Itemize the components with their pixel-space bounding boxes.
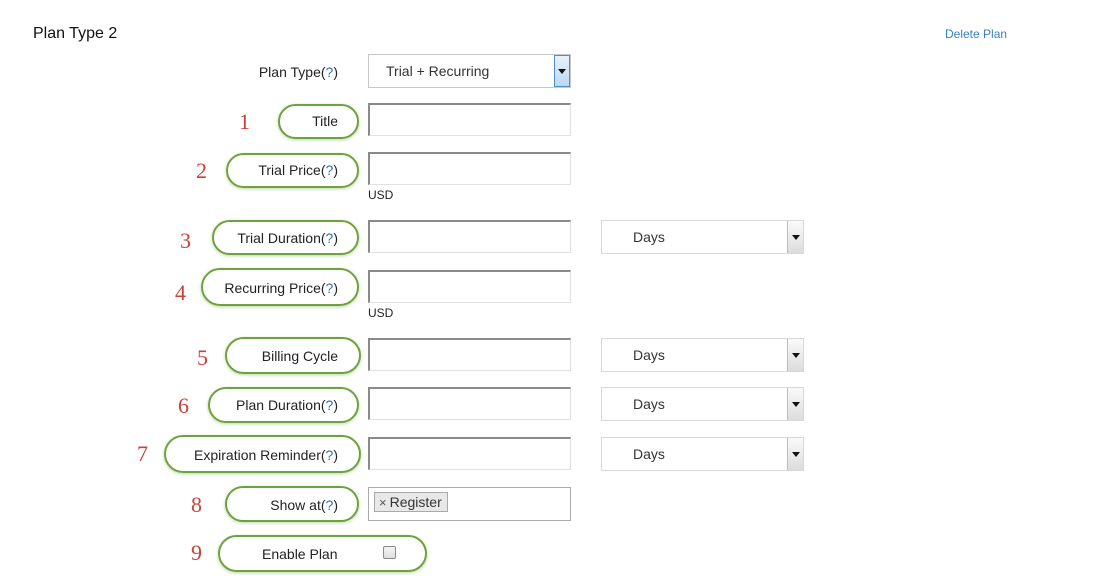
help-link[interactable]: ? [325, 280, 334, 296]
callout-outline [212, 220, 359, 255]
enable-plan-checkbox[interactable] [383, 546, 396, 559]
select-value: Days [633, 396, 665, 412]
help-link[interactable]: ? [325, 230, 334, 246]
billing-cycle-input[interactable] [368, 338, 571, 371]
register-tag: ×Register [374, 492, 448, 512]
chevron-down-icon[interactable] [787, 438, 803, 470]
currency-label: USD [368, 306, 394, 320]
step-number: 7 [137, 441, 148, 466]
close-icon[interactable]: × [379, 495, 387, 510]
trial-duration-unit-select[interactable]: Days [601, 220, 804, 254]
select-value: Days [633, 446, 665, 462]
callout-outline [226, 153, 359, 188]
billing-cycle-label: Billing Cycle [261, 348, 338, 364]
title-label: Title [312, 113, 338, 129]
step-number: 9 [191, 540, 202, 565]
callout-outline [218, 535, 427, 572]
select-value: Days [633, 229, 665, 245]
step-number: 1 [239, 109, 250, 134]
callout-outline [164, 435, 361, 473]
plan-duration-label: Plan Duration(?) [236, 397, 338, 413]
tag-label: Register [389, 494, 442, 510]
chevron-down-icon[interactable] [787, 221, 803, 253]
trial-duration-label: Trial Duration(?) [237, 230, 338, 246]
help-link[interactable]: ? [325, 397, 334, 413]
callout-outline [225, 337, 361, 374]
step-number: 2 [196, 158, 207, 183]
chevron-down-icon[interactable] [787, 339, 803, 371]
plan-type-select[interactable]: Trial + Recurring [368, 54, 571, 88]
trial-price-input[interactable] [368, 152, 571, 185]
step-number: 6 [178, 393, 189, 418]
callout-outline [225, 486, 359, 522]
callout-outline [278, 104, 359, 139]
billing-cycle-unit-select[interactable]: Days [601, 338, 804, 372]
step-number: 5 [197, 345, 208, 370]
trial-price-label: Trial Price(?) [258, 162, 338, 178]
callout-outline [201, 268, 359, 306]
title-input[interactable] [368, 103, 571, 136]
show-at-multiselect[interactable]: ×Register [368, 487, 571, 521]
chevron-down-icon[interactable] [554, 55, 570, 87]
recurring-price-label: Recurring Price(?) [224, 280, 338, 296]
step-number: 4 [175, 280, 186, 305]
help-link[interactable]: ? [325, 447, 334, 463]
step-number: 8 [191, 492, 202, 517]
currency-label: USD [368, 188, 394, 202]
expiration-reminder-input[interactable] [368, 437, 571, 470]
expiration-reminder-unit-select[interactable]: Days [601, 437, 804, 471]
help-link[interactable]: ? [325, 497, 334, 513]
plan-duration-input[interactable] [368, 387, 571, 420]
delete-plan-link[interactable]: Delete Plan [945, 27, 1008, 41]
help-link[interactable]: ? [325, 64, 334, 80]
select-value: Days [633, 347, 665, 363]
enable-plan-label: Enable Plan [262, 546, 338, 562]
page-title: Plan Type 2 [33, 25, 118, 42]
show-at-label: Show at(?) [270, 497, 338, 513]
plan-type-value: Trial + Recurring [386, 63, 490, 79]
plan-duration-unit-select[interactable]: Days [601, 387, 804, 421]
help-link[interactable]: ? [325, 162, 334, 178]
callout-outline [208, 387, 359, 423]
chevron-down-icon[interactable] [787, 388, 803, 420]
recurring-price-input[interactable] [368, 270, 571, 303]
step-number: 3 [180, 228, 191, 253]
trial-duration-input[interactable] [368, 220, 571, 253]
plan-type-label: Plan Type(?) [258, 64, 338, 80]
expiration-reminder-label: Expiration Reminder(?) [194, 447, 338, 463]
